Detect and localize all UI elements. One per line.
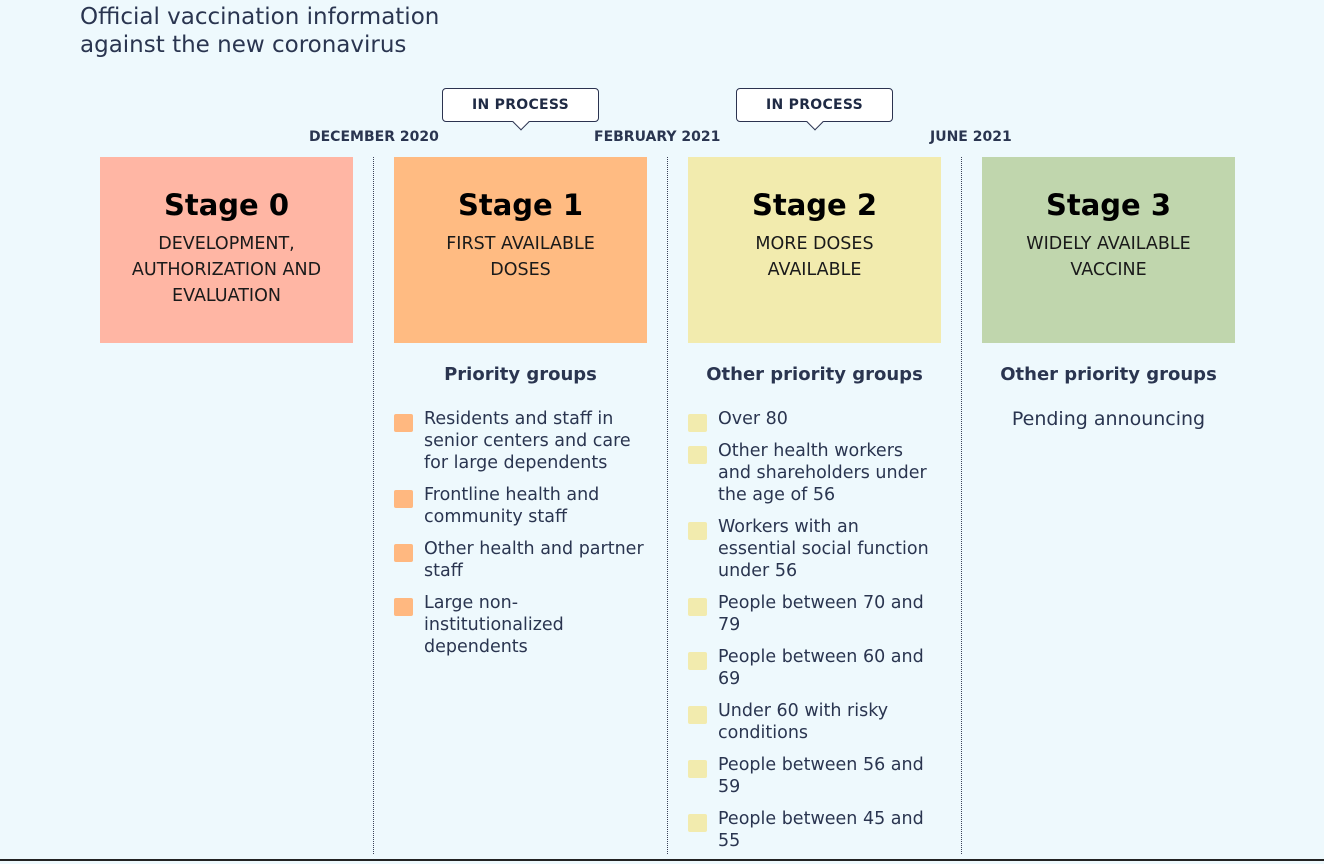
list-item: People between 60 and 69 xyxy=(688,646,941,690)
title-line-2: against the new coronavirus xyxy=(80,32,407,58)
bullet-swatch xyxy=(688,706,707,724)
bullet-swatch xyxy=(688,522,707,540)
stage-1-subtitle: FIRST AVAILABLE DOSES xyxy=(446,234,595,280)
title-line-1: Official vaccination information xyxy=(80,4,440,30)
stage-0-subtitle: DEVELOPMENT, AUTHORIZATION AND EVALUATIO… xyxy=(131,234,322,306)
stage-3-card: Stage 3 WIDELY AVAILABLE VACCINE xyxy=(982,157,1235,343)
stage-1-group-heading: Priority groups xyxy=(444,364,597,385)
bullet-swatch xyxy=(394,544,413,562)
timeline-divider xyxy=(961,157,962,854)
timeline-divider xyxy=(667,157,668,854)
list-item: Other health and partner staff xyxy=(394,538,647,582)
date-label-dec-2020: DECEMBER 2020 xyxy=(309,129,439,145)
bullet-swatch xyxy=(688,814,707,832)
stage-0-card: Stage 0 DEVELOPMENT, AUTHORIZATION AND E… xyxy=(100,157,353,343)
bullet-swatch xyxy=(688,652,707,670)
stage-3-subtitle: WIDELY AVAILABLE VACCINE xyxy=(1026,234,1191,280)
stage-2-title: Stage 2 xyxy=(751,188,878,222)
stage-0-title: Stage 0 xyxy=(163,188,290,222)
bottom-border xyxy=(0,859,1324,861)
stage-1-status-badge: IN PROCESS xyxy=(442,88,599,122)
date-label-feb-2021: FEBRUARY 2021 xyxy=(594,129,721,145)
list-item: People between 45 and 55 xyxy=(688,808,941,852)
stage-3-group-heading: Other priority groups xyxy=(1000,364,1217,385)
bullet-swatch xyxy=(394,414,413,432)
list-item: Large non-institutionalized dependents xyxy=(394,592,647,658)
stage-1-group-list: Residents and staff in senior centers an… xyxy=(394,408,647,668)
date-label-jun-2021: JUNE 2021 xyxy=(930,129,1012,145)
list-item: Under 60 with risky conditions xyxy=(688,700,941,744)
list-item: Workers with an essential social functio… xyxy=(688,516,941,582)
stage-2-status-badge: IN PROCESS xyxy=(736,88,893,122)
stage-2-group-list: Over 80 Other health workers and shareho… xyxy=(688,408,941,862)
page-title: Official vaccination information against… xyxy=(80,3,439,59)
bullet-swatch xyxy=(688,760,707,778)
bullet-swatch xyxy=(394,490,413,508)
stage-1-title: Stage 1 xyxy=(457,188,584,222)
stage-1-card: Stage 1 FIRST AVAILABLE DOSES xyxy=(394,157,647,343)
list-item: Over 80 xyxy=(688,408,941,432)
bullet-swatch xyxy=(394,598,413,616)
list-item: Residents and staff in senior centers an… xyxy=(394,408,647,474)
bullet-swatch xyxy=(688,414,707,432)
stage-2-card: Stage 2 MORE DOSES AVAILABLE xyxy=(688,157,941,343)
bullet-swatch xyxy=(688,446,707,464)
stage-2-subtitle: MORE DOSES AVAILABLE xyxy=(755,234,874,280)
list-item: People between 56 and 59 xyxy=(688,754,941,798)
stage-3-title: Stage 3 xyxy=(1045,188,1172,222)
list-item: Other health workers and shareholders un… xyxy=(688,440,941,506)
list-item: Frontline health and community staff xyxy=(394,484,647,528)
timeline-divider xyxy=(373,157,374,854)
stage-3-pending-text: Pending announcing xyxy=(1011,408,1206,430)
stage-2-group-heading: Other priority groups xyxy=(706,364,923,385)
list-item: People between 70 and 79 xyxy=(688,592,941,636)
bullet-swatch xyxy=(688,598,707,616)
